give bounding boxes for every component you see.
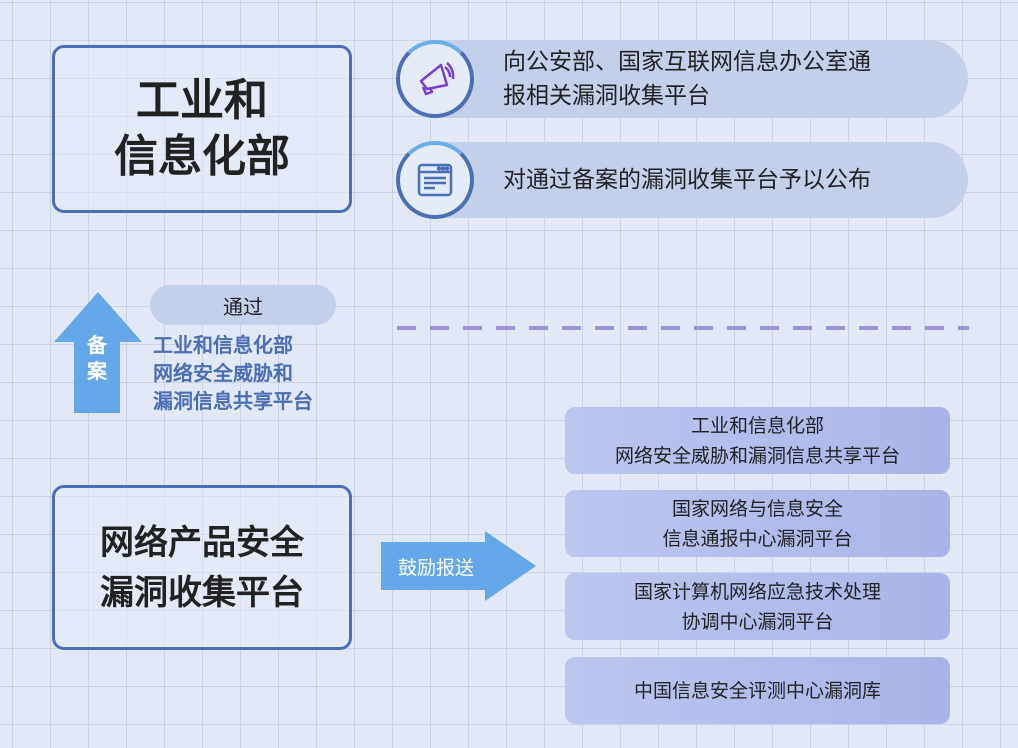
target-platform: 中国信息安全评测中心漏洞库 bbox=[565, 657, 950, 724]
collection-line: 网络产品安全 bbox=[100, 522, 304, 563]
megaphone-icon bbox=[396, 40, 474, 118]
divider-dashed bbox=[397, 326, 969, 330]
report-right-arrow bbox=[381, 531, 536, 601]
ministry-line: 信息化部 bbox=[114, 131, 290, 182]
target-line: 信息通报中心漏洞平台 bbox=[662, 527, 853, 550]
target-line: 中国信息安全评测中心漏洞库 bbox=[633, 679, 881, 702]
platform-line: 漏洞信息共享平台 bbox=[153, 389, 313, 413]
action-text: 报相关漏洞收集平台 bbox=[503, 83, 710, 109]
platform-line: 网络安全威胁和 bbox=[153, 361, 293, 385]
via-pill: 通过 bbox=[150, 285, 336, 325]
target-line: 国家计算机网络应急技术处理 bbox=[633, 580, 881, 603]
report-label: 鼓励报送 bbox=[397, 556, 474, 579]
target-line: 国家网络与信息安全 bbox=[671, 497, 843, 520]
target-platform: 国家计算机网络应急技术处理协调中心漏洞平台 bbox=[565, 573, 950, 640]
filing-arrow-label: 备案 bbox=[84, 332, 110, 384]
ministry-line: 工业和 bbox=[136, 75, 268, 126]
web-page-icon bbox=[396, 141, 474, 219]
action-text: 向公安部、国家互联网信息办公室通 bbox=[503, 49, 871, 75]
action-notify: 向公安部、国家互联网信息办公室通报相关漏洞收集平台 bbox=[398, 40, 968, 118]
sharing-platform-name: 工业和信息化部网络安全威胁和漏洞信息共享平台 bbox=[153, 331, 313, 415]
target-platform: 国家网络与信息安全信息通报中心漏洞平台 bbox=[565, 490, 950, 557]
target-platform: 工业和信息化部网络安全威胁和漏洞信息共享平台 bbox=[565, 407, 950, 474]
arrow-char: 备 bbox=[87, 333, 107, 357]
action-publish: 对通过备案的漏洞收集平台予以公布 bbox=[398, 142, 968, 218]
arrow-char: 案 bbox=[87, 359, 107, 383]
target-line: 协调中心漏洞平台 bbox=[681, 610, 834, 633]
collection-line: 漏洞收集平台 bbox=[100, 572, 304, 613]
action-text: 对通过备案的漏洞收集平台予以公布 bbox=[503, 167, 871, 193]
collection-platform-box: 网络产品安全漏洞收集平台 bbox=[52, 485, 352, 650]
target-line: 网络安全威胁和漏洞信息共享平台 bbox=[614, 444, 900, 467]
report-arrow-label: 鼓励报送 bbox=[381, 542, 491, 590]
ministry-box: 工业和信息化部 bbox=[52, 45, 352, 213]
via-label: 通过 bbox=[223, 294, 263, 319]
filing-up-arrow bbox=[54, 292, 142, 413]
platform-line: 工业和信息化部 bbox=[153, 333, 293, 357]
target-line: 工业和信息化部 bbox=[690, 414, 824, 437]
